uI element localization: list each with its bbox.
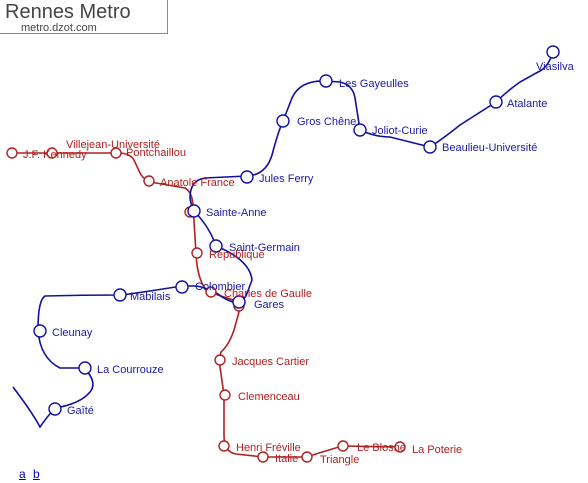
station-clemenceau[interactable]: [219, 389, 231, 401]
legend-link-line-b[interactable]: b: [33, 467, 40, 481]
label-italie: Italie: [275, 453, 298, 465]
station-jacques-cartier[interactable]: [214, 354, 226, 366]
label-viasilva: Viasilva: [536, 61, 575, 73]
label-republique: République: [209, 249, 265, 261]
station-joliot-curie[interactable]: [353, 123, 367, 137]
line-legend: a b: [19, 467, 44, 481]
line-a-labels: J.F. Kennedy Villejean-Université Pontch…: [23, 139, 462, 466]
label-colombier: Colombier: [195, 281, 245, 293]
label-la-poterie: La Poterie: [412, 444, 462, 456]
station-gros-chene[interactable]: [276, 114, 290, 128]
label-beaulieu: Beaulieu-Université: [442, 142, 537, 154]
label-villejean: Villejean-Université: [66, 139, 160, 151]
label-gaite: Gaîté: [67, 405, 94, 417]
station-republique[interactable]: [191, 247, 203, 259]
label-jf-kennedy: J.F. Kennedy: [23, 149, 87, 161]
label-cleunay: Cleunay: [52, 327, 93, 339]
label-anatole-france: Anatole France: [160, 177, 235, 189]
label-charles-de-gaulle: Charles de Gaulle: [224, 288, 312, 300]
station-italie[interactable]: [257, 451, 269, 463]
station-beaulieu[interactable]: [423, 140, 437, 154]
station-jf-kennedy[interactable]: [6, 147, 18, 159]
line-a-stations: [6, 147, 406, 463]
station-colombier[interactable]: [175, 280, 189, 294]
line-b-track: [12, 51, 554, 429]
station-gares-b[interactable]: [232, 295, 246, 309]
legend-link-line-a[interactable]: a: [19, 467, 26, 481]
station-gaite[interactable]: [48, 402, 62, 416]
label-les-gayeulles: Les Gayeulles: [339, 78, 409, 90]
label-sainte-anne: Sainte-Anne: [206, 207, 267, 219]
label-saint-germain: Saint-Germain: [229, 242, 300, 254]
station-mabilais[interactable]: [113, 288, 127, 302]
station-charles-de-gaulle[interactable]: [205, 286, 217, 298]
station-anatole-france[interactable]: [143, 175, 155, 187]
station-la-courrouze[interactable]: [78, 361, 92, 375]
label-la-courrouze: La Courrouze: [97, 364, 164, 376]
station-les-gayeulles[interactable]: [319, 74, 333, 88]
map-subtitle: metro.dzot.com: [21, 22, 97, 34]
line-a-track: [12, 152, 401, 458]
station-sainte-anne-b[interactable]: [187, 204, 201, 218]
station-atalante[interactable]: [489, 95, 503, 109]
line-b-labels: Viasilva Atalante Beaulieu-Université Jo…: [52, 61, 575, 417]
station-le-blosne[interactable]: [337, 440, 349, 452]
station-viasilva[interactable]: [546, 45, 560, 59]
label-pontchaillou: Pontchaillou: [126, 147, 186, 159]
label-joliot-curie: Joliot-Curie: [372, 125, 428, 137]
label-triangle: Triangle: [320, 454, 359, 466]
station-la-poterie[interactable]: [394, 441, 406, 453]
label-jules-ferry: Jules Ferry: [259, 173, 314, 185]
map-title-box: Rennes Metro metro.dzot.com: [0, 0, 168, 34]
label-mabilais: Mabilais: [130, 291, 171, 303]
label-gares: Gares: [254, 299, 284, 311]
station-jules-ferry[interactable]: [240, 170, 254, 184]
label-atalante: Atalante: [507, 98, 547, 110]
label-jacques-cartier: Jacques Cartier: [232, 356, 309, 368]
station-henri-freville[interactable]: [218, 440, 230, 452]
line-b-stations: [33, 45, 560, 416]
station-pontchaillou[interactable]: [110, 147, 122, 159]
station-villejean[interactable]: [46, 147, 58, 159]
label-gros-chene: Gros Chêne: [297, 116, 356, 128]
label-le-blosne: Le Blosne: [357, 442, 406, 454]
label-henri-freville: Henri Fréville: [236, 442, 301, 454]
station-cleunay[interactable]: [33, 324, 47, 338]
station-saint-germain[interactable]: [209, 239, 223, 253]
map-title: Rennes Metro: [5, 1, 131, 23]
label-clemenceau: Clemenceau: [238, 391, 300, 403]
station-triangle[interactable]: [301, 451, 313, 463]
